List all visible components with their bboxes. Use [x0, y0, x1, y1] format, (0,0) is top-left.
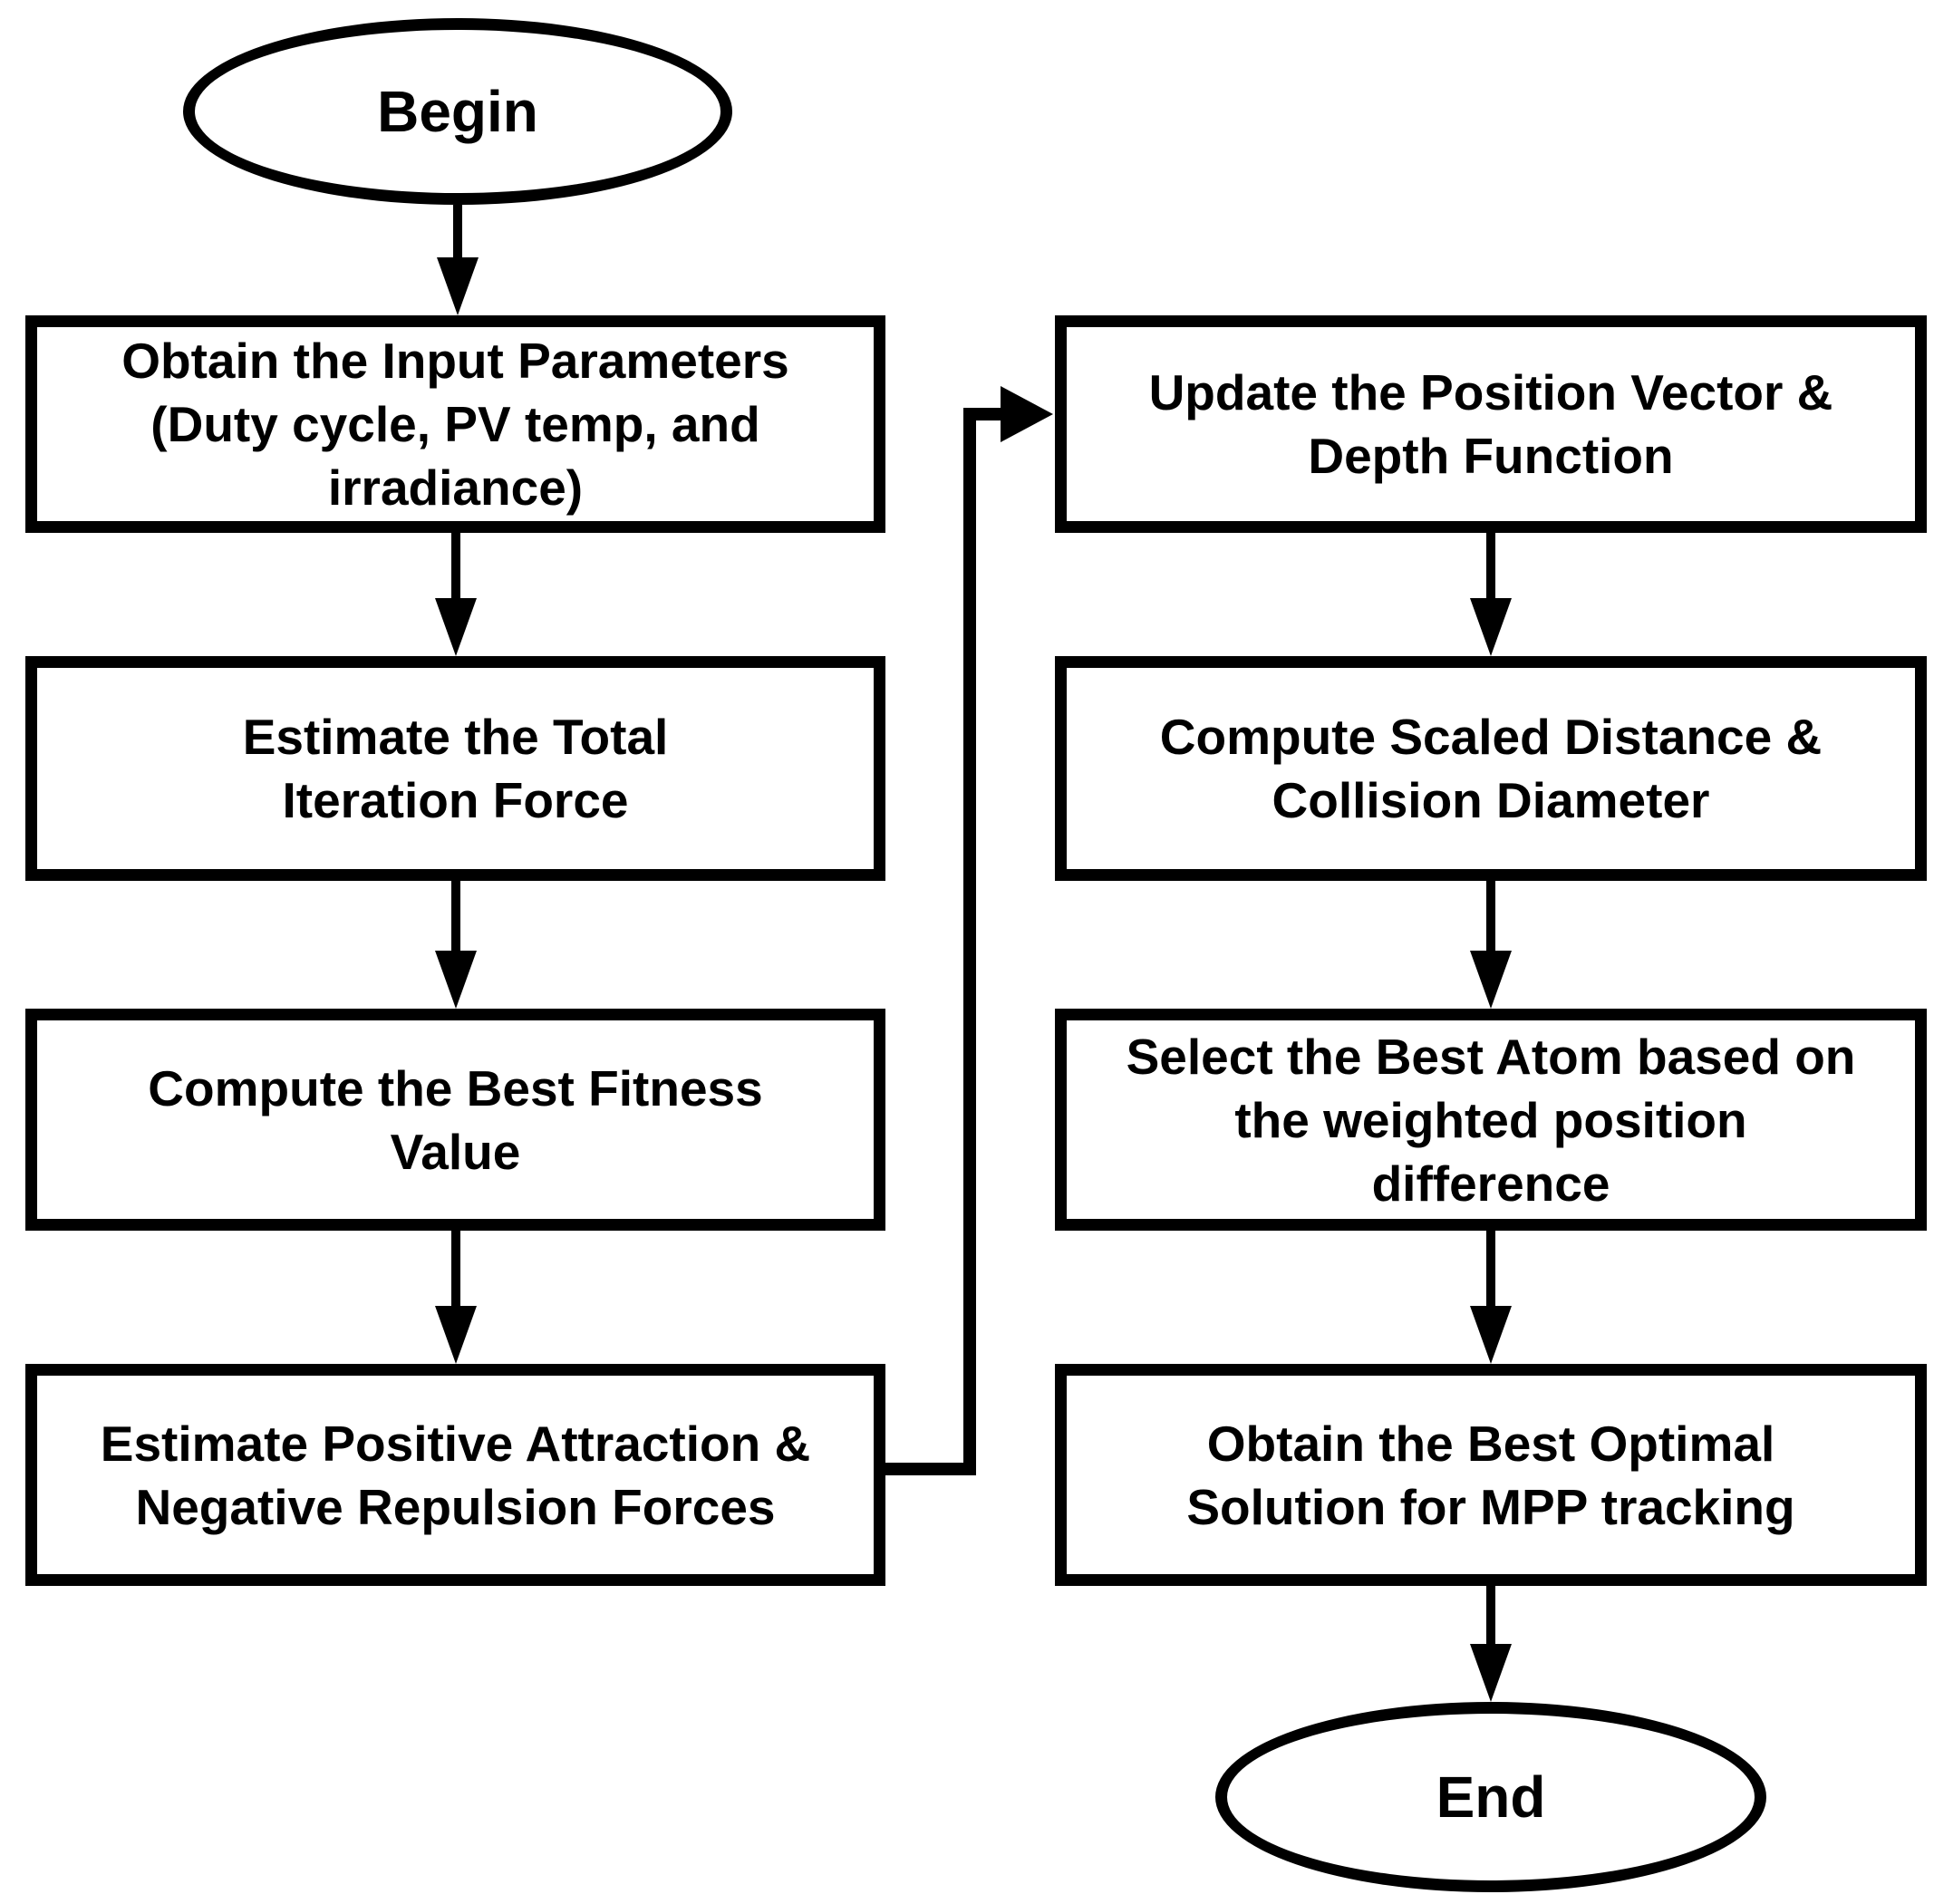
arrow-begin-to-l1-head-icon	[437, 257, 479, 315]
l3-line-2: Value	[390, 1123, 521, 1180]
connector-l4-to-r1-vertical-segment	[963, 408, 976, 1475]
l1-line-2: (Duty cycle, PV temp, and	[150, 396, 760, 452]
arrow-l3-to-l4-head-icon	[435, 1306, 477, 1364]
arrow-l3-to-l4-shaft	[451, 1231, 460, 1306]
r4-line-2: Solution for MPP tracking	[1186, 1478, 1795, 1535]
process-update-position-vector-depth-function: Update the Position Vector & Depth Funct…	[1055, 315, 1927, 533]
l3-line-1: Compute the Best Fitness	[148, 1059, 763, 1116]
arrow-l2-to-l3-head-icon	[435, 951, 477, 1009]
l1-line-3: irradiance)	[327, 459, 584, 516]
r3-line-3: difference	[1371, 1155, 1610, 1212]
arrow-r3-to-r4-shaft	[1486, 1231, 1495, 1306]
arrow-r4-to-end-shaft	[1486, 1586, 1495, 1644]
l2-line-1: Estimate the Total	[242, 709, 669, 765]
r4-line-1: Obtain the Best Optimal	[1206, 1415, 1775, 1472]
l2-line-2: Iteration Force	[282, 772, 629, 828]
r1-line-2: Depth Function	[1308, 428, 1674, 484]
l4-line-2: Negative Repulsion Forces	[135, 1478, 776, 1535]
process-obtain-best-optimal-solution: Obtain the Best Optimal Solution for MPP…	[1055, 1364, 1927, 1586]
arrow-l1-to-l2-head-icon	[435, 598, 477, 656]
l4-line-1: Estimate Positive Attraction &	[100, 1415, 811, 1472]
arrow-r3-to-r4-head-icon	[1470, 1306, 1512, 1364]
process-select-best-atom: Select the Best Atom based on the weight…	[1055, 1009, 1927, 1231]
arrow-r1-to-r2-shaft	[1486, 533, 1495, 598]
r3-line-2: the weighted position	[1234, 1091, 1747, 1148]
arrow-r2-to-r3-shaft	[1486, 881, 1495, 951]
r1-line-1: Update the Position Vector &	[1148, 364, 1833, 420]
begin-terminator: Begin	[183, 18, 732, 205]
begin-label: Begin	[377, 79, 538, 144]
connector-l4-to-r1-top-segment	[963, 408, 1001, 420]
arrow-r1-to-r2-head-icon	[1470, 598, 1512, 656]
end-terminator: End	[1215, 1702, 1766, 1892]
process-compute-best-fitness-value: Compute the Best Fitness Value	[25, 1009, 885, 1231]
connector-l4-to-r1-bottom-segment	[882, 1463, 976, 1475]
r2-line-1: Compute Scaled Distance &	[1159, 709, 1823, 765]
end-label: End	[1436, 1764, 1546, 1830]
arrow-r4-to-end-head-icon	[1470, 1644, 1512, 1702]
connector-l4-to-r1-head-icon	[1001, 386, 1053, 442]
r3-line-1: Select the Best Atom based on	[1126, 1028, 1856, 1085]
process-compute-scaled-distance-collision-diameter: Compute Scaled Distance & Collision Diam…	[1055, 656, 1927, 881]
arrow-l1-to-l2-shaft	[451, 533, 460, 598]
process-estimate-attraction-repulsion-forces: Estimate Positive Attraction & Negative …	[25, 1364, 885, 1586]
process-estimate-total-iteration-force: Estimate the Total Iteration Force	[25, 656, 885, 881]
arrow-begin-to-l1-shaft	[453, 205, 462, 257]
r2-line-2: Collision Diameter	[1272, 772, 1710, 828]
l1-line-1: Obtain the Input Parameters	[121, 333, 789, 389]
arrow-r2-to-r3-head-icon	[1470, 951, 1512, 1009]
process-obtain-input-parameters: Obtain the Input Parameters (Duty cycle,…	[25, 315, 885, 533]
arrow-l2-to-l3-shaft	[451, 881, 460, 951]
